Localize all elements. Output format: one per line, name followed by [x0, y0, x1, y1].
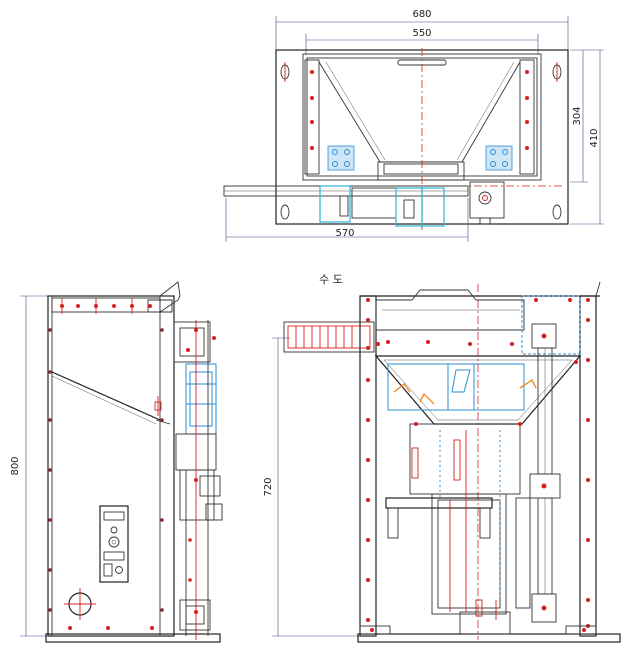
dim-label-410: 410 — [589, 128, 600, 147]
front-bottom-plates — [359, 611, 597, 635]
top-right-bracket — [485, 145, 513, 171]
side-bottom-bolts — [68, 626, 154, 630]
side-wall-bolts — [48, 328, 164, 612]
dim-label-550: 550 — [412, 28, 431, 39]
front-crossbar — [385, 497, 493, 509]
top-valve-assembly — [319, 185, 445, 227]
dimension-720: 720 — [263, 337, 360, 637]
dimension-570: 570 — [225, 198, 469, 242]
dimension-800: 800 — [10, 295, 48, 637]
front-base — [357, 633, 621, 643]
front-leg-bolts — [366, 298, 590, 628]
dim-label-570: 570 — [335, 228, 354, 239]
front-view: 수 도 720 — [263, 273, 621, 643]
side-top-bolts — [60, 298, 152, 314]
sensor-markers — [393, 378, 537, 405]
water-supply-label: 수 도 — [319, 273, 343, 286]
side-red-marker — [154, 396, 162, 416]
dimension-304: 304 — [570, 50, 588, 183]
front-right-leg — [579, 295, 597, 637]
side-base — [45, 633, 221, 643]
top-rail-bolts — [310, 70, 529, 150]
dimension-410: 410 — [570, 49, 604, 225]
dim-label-800: 800 — [10, 456, 21, 475]
side-view: 800 — [10, 281, 223, 643]
top-fitting — [469, 181, 505, 225]
dim-label-680: 680 — [412, 9, 431, 20]
dimension-550: 550 — [305, 28, 539, 55]
front-rods — [411, 430, 497, 620]
side-cabinet — [47, 295, 175, 637]
dim-label-720: 720 — [263, 477, 274, 496]
front-body-lower — [431, 493, 507, 615]
front-body-upper — [409, 423, 521, 495]
drain-port — [64, 588, 96, 620]
dim-label-304: 304 — [572, 106, 583, 125]
top-plate-slots — [280, 62, 562, 220]
front-cylinder — [515, 323, 561, 623]
control-panel — [99, 505, 129, 583]
front-window — [387, 363, 525, 411]
side-mechanism — [173, 320, 223, 640]
dimension-680: 680 — [275, 9, 569, 50]
top-view: 680 550 — [223, 9, 604, 242]
front-funnel-bolts — [386, 298, 572, 426]
top-left-bracket — [327, 145, 355, 171]
